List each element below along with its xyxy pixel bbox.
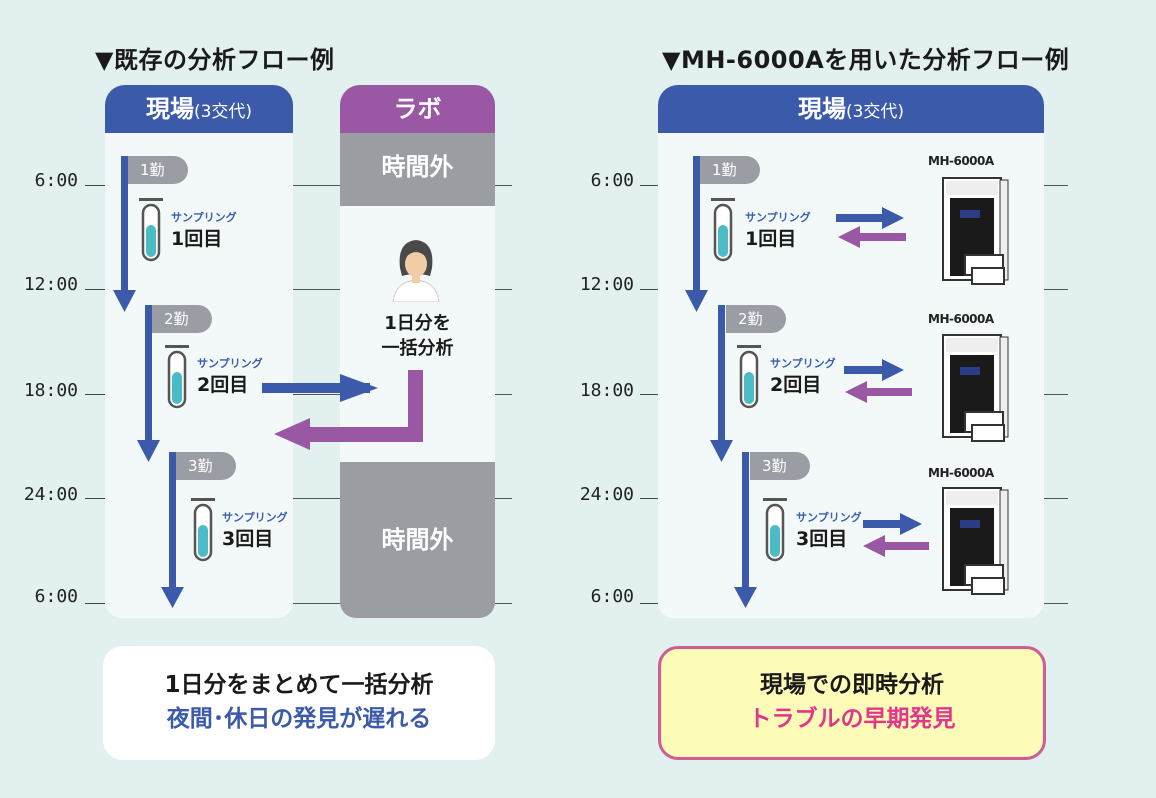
gridline	[495, 394, 512, 395]
shift-pill-1: 1勤	[700, 156, 760, 184]
gridline	[1044, 603, 1068, 604]
sampling-label: サンプリング	[745, 211, 811, 224]
right-summary-box: 現場での即時分析 トラブルの早期発見	[658, 646, 1046, 760]
right-tick	[640, 394, 658, 395]
gridline	[293, 185, 340, 186]
right-summary-line-1: 現場での即時分析	[760, 672, 944, 698]
site-header-small: (3交代)	[193, 102, 253, 122]
shift-pill-3: 3勤	[750, 452, 810, 480]
sampling-count-3: 3回目	[222, 528, 274, 550]
left-summary-line-1: 1日分をまとめて一括分析	[164, 672, 434, 698]
shift-pill-2: 2勤	[726, 305, 786, 333]
sampling-label: サンプリング	[171, 211, 237, 224]
exchange-arrows-icon	[836, 207, 906, 248]
right-flow-svg	[685, 156, 1009, 608]
lab-text-line-2: 一括分析	[381, 338, 454, 359]
left-time-label-4: 24:00	[23, 484, 78, 505]
exchange-arrows-icon	[863, 513, 929, 557]
left-tick	[85, 394, 105, 395]
analyzer-device-icon	[942, 177, 1009, 285]
shift-pill-3: 3勤	[176, 452, 236, 480]
sampling-count-3: 3回目	[796, 528, 848, 550]
down-arrow-icon	[137, 305, 160, 462]
left-time-label-2: 12:00	[23, 274, 78, 295]
right-tick	[640, 498, 658, 499]
left-tick	[85, 498, 105, 499]
left-time-label-5: 6:00	[34, 586, 78, 607]
sampling-count-2: 2回目	[770, 374, 822, 396]
gridline	[1044, 289, 1068, 290]
gridline	[293, 603, 340, 604]
lab-off-hours-top: 時間外	[340, 133, 495, 206]
left-tick	[85, 185, 105, 186]
right-time-label-5: 6:00	[590, 586, 634, 607]
lab-off-hours-bottom: 時間外	[340, 462, 495, 618]
right-time-label-4: 24:00	[579, 484, 634, 505]
gridline	[1044, 394, 1068, 395]
shift-pill-2: 2勤	[152, 305, 212, 333]
site-header-small: (3交代)	[845, 102, 905, 122]
gridline	[495, 603, 512, 604]
down-arrow-icon	[710, 305, 733, 462]
shift-pill-1: 1勤	[128, 156, 188, 184]
left-flow-svg	[113, 156, 423, 608]
left-time-label-3: 18:00	[23, 380, 78, 401]
gridline	[1044, 185, 1068, 186]
lab-text-line-1: 1日分を	[384, 313, 451, 334]
right-summary-line-2: トラブルの早期発見	[748, 706, 956, 732]
down-arrow-icon	[734, 452, 757, 608]
from-lab-arrow-icon	[274, 370, 423, 450]
device-label-2: MH-6000A	[928, 312, 994, 326]
exchange-arrows-icon	[844, 359, 912, 403]
sampling-count-2: 2回目	[197, 374, 249, 396]
lab-batch-text: 1日分を 一括分析	[340, 311, 495, 361]
right-tick	[640, 185, 658, 186]
analyzer-device-icon	[942, 487, 1009, 595]
left-site-header: 現場(3交代)	[105, 85, 293, 133]
right-tick	[640, 603, 658, 604]
lab-header: ラボ	[340, 85, 495, 133]
gridline	[293, 394, 340, 395]
left-tick	[85, 289, 105, 290]
test-tube-icon	[711, 198, 735, 262]
gridline	[293, 289, 340, 290]
analyzer-device-icon	[942, 334, 1009, 442]
left-section-title: ▼既存の分析フロー例	[95, 46, 335, 74]
down-arrow-icon	[113, 156, 136, 312]
gridline	[495, 185, 512, 186]
sampling-label: サンプリング	[796, 511, 862, 524]
left-time-label-1: 6:00	[34, 170, 78, 191]
test-tube-icon	[763, 498, 787, 562]
left-summary-box: 1日分をまとめて一括分析 夜間･休日の発見が遅れる	[103, 646, 495, 760]
left-tick	[85, 603, 105, 604]
test-tube-icon	[737, 345, 761, 409]
site-header-label: 現場	[797, 95, 846, 123]
test-tube-icon	[165, 345, 189, 409]
sampling-label: サンプリング	[770, 357, 836, 370]
sampling-count-1: 1回目	[171, 228, 223, 250]
down-arrow-icon	[685, 156, 708, 312]
right-site-header: 現場(3交代)	[658, 85, 1044, 133]
left-summary-line-2: 夜間･休日の発見が遅れる	[166, 706, 432, 732]
right-tick	[640, 289, 658, 290]
sampling-label: サンプリング	[197, 357, 263, 370]
right-time-label-1: 6:00	[590, 170, 634, 191]
test-tube-icon	[139, 198, 163, 262]
gridline	[495, 289, 512, 290]
right-time-label-2: 12:00	[579, 274, 634, 295]
device-label-1: MH-6000A	[928, 154, 994, 168]
to-lab-arrow-icon	[262, 374, 378, 402]
gridline	[1044, 498, 1068, 499]
right-time-label-3: 18:00	[579, 380, 634, 401]
gridline	[293, 498, 340, 499]
sampling-label: サンプリング	[222, 511, 288, 524]
test-tube-icon	[191, 498, 215, 562]
down-arrow-icon	[161, 452, 184, 608]
right-section-title: ▼MH-6000Aを用いた分析フロー例	[662, 46, 1070, 74]
site-header-label: 現場	[145, 95, 194, 123]
gridline	[495, 498, 512, 499]
technician-icon	[392, 240, 440, 302]
sampling-count-1: 1回目	[745, 228, 797, 250]
device-label-3: MH-6000A	[928, 466, 994, 480]
